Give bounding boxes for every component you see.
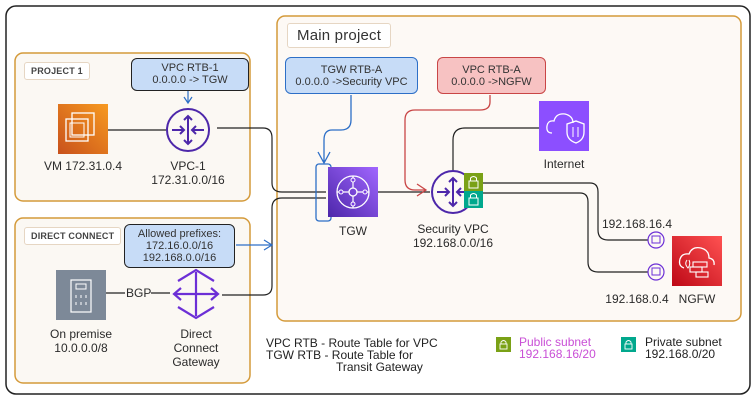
legend-private-subnet-label: Private subnet bbox=[645, 335, 722, 349]
legend-private-subnet: Private subnet 192.168.0/20 bbox=[645, 336, 722, 360]
ngfw-label: NGFW bbox=[678, 292, 716, 306]
legend-abbrev-vpc-rtb: VPC RTB - Route Table for VPC bbox=[266, 336, 438, 350]
eni-private-label: 192.168.0.4 bbox=[605, 292, 669, 306]
legend-private-subnet-icon bbox=[621, 337, 636, 352]
building-icon bbox=[56, 270, 106, 320]
dcgw-label-line1: Direct bbox=[180, 327, 212, 341]
public-eni-link bbox=[483, 182, 648, 241]
dcgw-label-line2: Connect bbox=[173, 341, 219, 355]
project1-label: PROJECT 1 bbox=[24, 62, 90, 80]
main-project-label: Main project bbox=[287, 23, 392, 48]
secvpc-label: Security VPC 192.168.0.0/16 bbox=[405, 222, 501, 250]
vpc1-name: VPC-1 bbox=[170, 159, 206, 173]
legend-public-subnet-label: Public subnet bbox=[519, 335, 592, 349]
allowed-prefixes-arrow bbox=[236, 239, 274, 251]
tgw-rtb-a-pointer bbox=[317, 95, 352, 165]
legend-abbrev-tgw-rtb: TGW RTB - Route Table for bbox=[266, 348, 413, 362]
dcgw-label: Direct Connect Gateway bbox=[160, 327, 232, 369]
allowed-prefix-2: 192.168.0.0/16 bbox=[142, 252, 217, 264]
vpc-router-icon bbox=[166, 108, 210, 152]
vpc1-cidr: 172.31.0.0/16 bbox=[151, 173, 225, 187]
legend-abbrev-tgw-rtb-cont: Transit Gateway bbox=[336, 360, 423, 374]
vpc-rtb-a-pointer bbox=[404, 95, 491, 197]
onprem-name: On premise bbox=[49, 327, 113, 341]
transit-gateway-icon bbox=[328, 167, 378, 217]
private-subnet-icon bbox=[464, 191, 483, 208]
tgw-rtb-a-route: 0.0.0.0 ->Security VPC bbox=[295, 76, 408, 88]
dcgw-label-line3: Gateway bbox=[172, 355, 220, 369]
onprem-label: On premise 10.0.0.0/8 bbox=[36, 327, 126, 355]
vpc1-label: VPC-1 172.31.0.0/16 bbox=[140, 159, 236, 187]
vpc-rtb-1-note: VPC RTB-1 0.0.0.0 -> TGW bbox=[131, 58, 249, 91]
eni-private-icon bbox=[647, 263, 665, 281]
allowed-prefix-1: 172.16.0.0/16 bbox=[145, 240, 214, 252]
firewall-icon bbox=[672, 236, 722, 286]
direct-connect-icon bbox=[172, 268, 220, 320]
legend-public-subnet: Public subnet 192.168.16/20 bbox=[519, 336, 596, 360]
vm-label: VM 172.31.0.4 bbox=[43, 159, 123, 173]
allowed-prefixes-title: Allowed prefixes: bbox=[137, 228, 222, 240]
legend-public-subnet-icon bbox=[496, 337, 511, 352]
secvpc-cidr: 192.168.0.0/16 bbox=[412, 236, 494, 250]
secvpc-name: Security VPC bbox=[417, 222, 489, 236]
vpc-rtb-a-title: VPC RTB-A bbox=[462, 64, 521, 76]
vpc1-tgw-link bbox=[217, 127, 326, 193]
onprem-cidr: 10.0.0.0/8 bbox=[54, 341, 108, 355]
bgp-label: BGP bbox=[126, 286, 152, 300]
public-subnet-icon bbox=[464, 173, 483, 192]
dcgw-tgw-link bbox=[222, 197, 326, 296]
tgw-label: TGW bbox=[339, 224, 367, 238]
vpc-rtb-a-route: 0.0.0.0 ->NGFW bbox=[451, 76, 532, 88]
vpc-rtb-1-pointer bbox=[183, 91, 193, 105]
vpc-rtb-1-route: 0.0.0.0 -> TGW bbox=[152, 74, 228, 86]
eni-public-icon bbox=[647, 231, 665, 249]
private-eni-link bbox=[483, 192, 648, 273]
allowed-prefixes-note: Allowed prefixes: 172.16.0.0/16 192.168.… bbox=[124, 224, 235, 268]
tgw-rtb-a-title: TGW RTB-A bbox=[320, 64, 383, 76]
legend-public-subnet-cidr: 192.168.16/20 bbox=[519, 347, 596, 361]
cloud-shield-icon bbox=[539, 101, 589, 151]
legend-private-subnet-cidr: 192.168.0/20 bbox=[645, 347, 716, 361]
vpc-rtb-1-title: VPC RTB-1 bbox=[161, 62, 219, 74]
direct-connect-label: DIRECT CONNECT bbox=[24, 227, 122, 245]
internet-label: Internet bbox=[543, 157, 585, 171]
ec2-instance-icon bbox=[58, 104, 108, 154]
vpc-rtb-a-note: VPC RTB-A 0.0.0.0 ->NGFW bbox=[437, 57, 546, 94]
secvpc-internet-link bbox=[452, 127, 540, 172]
tgw-rtb-a-note: TGW RTB-A 0.0.0.0 ->Security VPC bbox=[285, 57, 418, 94]
eni-public-label: 192.168.16.4 bbox=[602, 217, 673, 231]
